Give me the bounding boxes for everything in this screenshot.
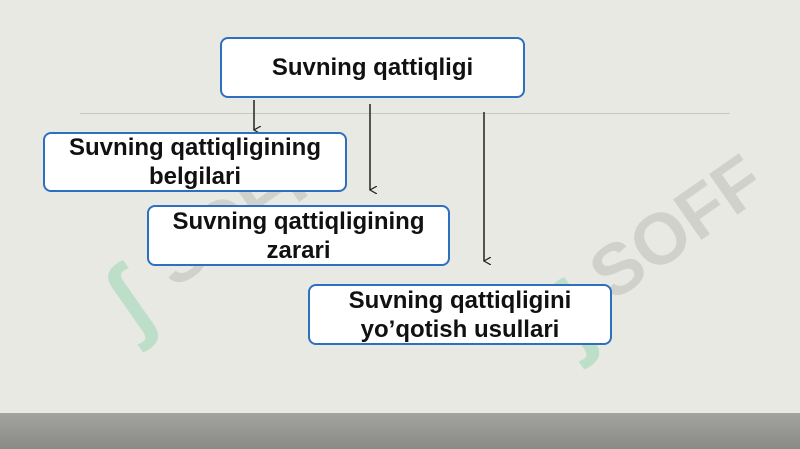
node-zarari-box: Suvning qattiqligining zarari [147, 205, 450, 266]
node-zarari-label: Suvning qattiqligining zarari [172, 207, 425, 264]
divider-line [80, 113, 730, 114]
node-belgilari-label: Suvning qattiqligining belgilari [69, 134, 321, 190]
node-belgilari-box: Suvning qattiqligining belgilari [43, 132, 347, 192]
node-usullari-label: Suvning qattiqligini yo’qotish usullari [348, 286, 572, 343]
footer-bar [0, 413, 800, 449]
node-usullari-box: Suvning qattiqligini yo’qotish usullari [308, 284, 612, 345]
root-node-box: Suvning qattiqligi [220, 37, 525, 98]
root-node-label: Suvning qattiqligi [271, 54, 474, 81]
